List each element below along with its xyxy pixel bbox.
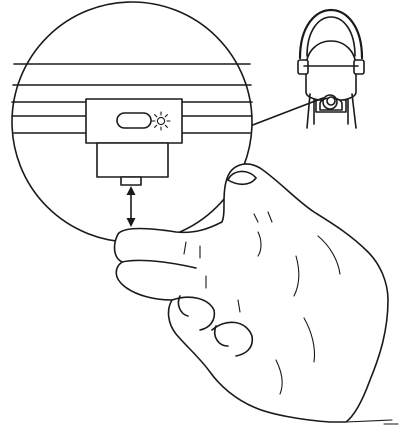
double-arrow-icon	[126, 186, 136, 227]
hand-icon	[113, 163, 399, 425]
lamp-icon	[297, 8, 365, 129]
leader-line	[249, 97, 324, 127]
sun-icon	[151, 111, 171, 131]
magnified-detail	[11, 1, 253, 243]
